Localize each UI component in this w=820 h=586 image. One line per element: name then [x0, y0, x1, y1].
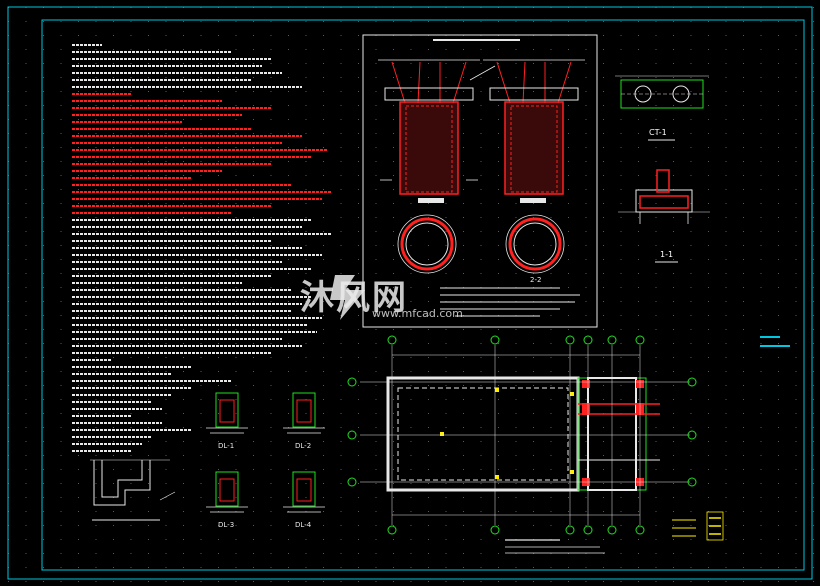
watermark-logo-icon: [330, 275, 365, 320]
beam-section-dl3: [206, 471, 248, 513]
section-2-2-label: 2-2: [530, 276, 542, 284]
section-1-1-label: 1-1: [660, 250, 674, 259]
pile-elevation-b: [469, 59, 585, 203]
foundation-plan: [347, 335, 697, 554]
dl3-label: DL-3: [218, 521, 235, 529]
beam-section-dl2: [283, 392, 325, 434]
inner-border: [41, 19, 805, 571]
general-notes-block: [72, 44, 332, 452]
pile-cap-section-1-1: [618, 169, 710, 224]
pile-detail-notes: [440, 287, 580, 317]
pile-section-1-1: [397, 214, 457, 274]
plan-legend: [672, 511, 724, 541]
pile-cap-ct1-plan: [615, 75, 709, 109]
watermark-url: www.mfcad.com: [372, 307, 463, 320]
trench-detail: [90, 459, 176, 506]
pile-section-2-2: [505, 214, 565, 274]
watermark-text: 沐风网: [300, 278, 408, 318]
dl1-label: DL-1: [218, 442, 235, 450]
dl2-label: DL-2: [295, 442, 312, 450]
pile-detail-frame: [362, 34, 598, 328]
outer-border: [7, 6, 813, 580]
pile-elevation-a: [378, 59, 480, 203]
beam-section-dl4: [283, 471, 325, 513]
dl4-label: DL-4: [295, 521, 312, 529]
ct1-label: CT-1: [649, 128, 667, 137]
beam-section-dl1: [206, 392, 248, 434]
